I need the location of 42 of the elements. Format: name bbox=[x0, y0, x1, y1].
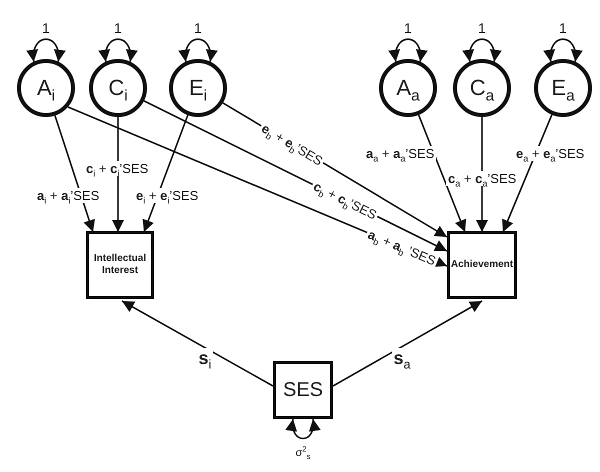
node-label: Achievement bbox=[450, 258, 514, 272]
edge-label: a$_{a}$ + a$_{a}$’SES bbox=[364, 146, 436, 160]
edge-label: 1 bbox=[403, 20, 413, 36]
self-loop-arrow bbox=[544, 38, 582, 62]
process-box bbox=[447, 231, 517, 299]
latent-variable-circle bbox=[169, 59, 227, 117]
self-loop-arrow bbox=[463, 38, 501, 62]
edge-label: 1 bbox=[41, 20, 51, 36]
edge-label: a$_{i}$ + a$_{i}$’SES bbox=[35, 188, 102, 202]
arrow bbox=[502, 114, 553, 232]
process-box bbox=[86, 231, 154, 299]
arrow bbox=[332, 300, 482, 387]
arrow bbox=[54, 115, 95, 232]
self-loop-arrow bbox=[389, 38, 427, 62]
node-label: Intellectual Interest bbox=[92, 252, 148, 278]
self-loop-arrow bbox=[99, 38, 137, 62]
edge-label: 1 bbox=[193, 20, 203, 36]
node-label: E$_{i}$ bbox=[188, 74, 208, 102]
node-label: C$_{a}$ bbox=[470, 74, 494, 102]
self-loop-arrow bbox=[27, 38, 65, 62]
edge-label: s$_{a}$ bbox=[392, 348, 413, 368]
edge-label: e$_{i}$ + e$_{i}$’SES bbox=[134, 188, 200, 202]
edge-label: 1 bbox=[477, 20, 487, 36]
edge-label: 1 bbox=[558, 20, 568, 36]
node-label: A$_{a}$ bbox=[396, 74, 420, 102]
arrow bbox=[122, 300, 274, 387]
edge-label: s$_{i}$ bbox=[196, 348, 214, 368]
node-label: E$_{a}$ bbox=[551, 74, 575, 102]
self-loop-arrow bbox=[286, 418, 320, 440]
edge-label: c$_{a}$ + c$_{a}$’SES bbox=[446, 170, 518, 186]
arrow bbox=[112, 117, 124, 232]
edge-label: 1 bbox=[113, 20, 123, 36]
edge-label: e$_{a}$ + e$_{a}$’SES bbox=[514, 146, 586, 160]
node-label: SES bbox=[282, 378, 324, 402]
process-box bbox=[273, 361, 333, 419]
arrow bbox=[476, 117, 488, 232]
edge-label: c$_{i}$ + c$_{i}$’SES bbox=[84, 160, 150, 176]
node-label: A$_{i}$ bbox=[36, 74, 56, 102]
self-loop-arrow bbox=[179, 38, 217, 62]
node-label: C$_{i}$ bbox=[108, 74, 128, 102]
latent-variable-circle bbox=[89, 59, 147, 117]
arrow bbox=[418, 114, 466, 232]
